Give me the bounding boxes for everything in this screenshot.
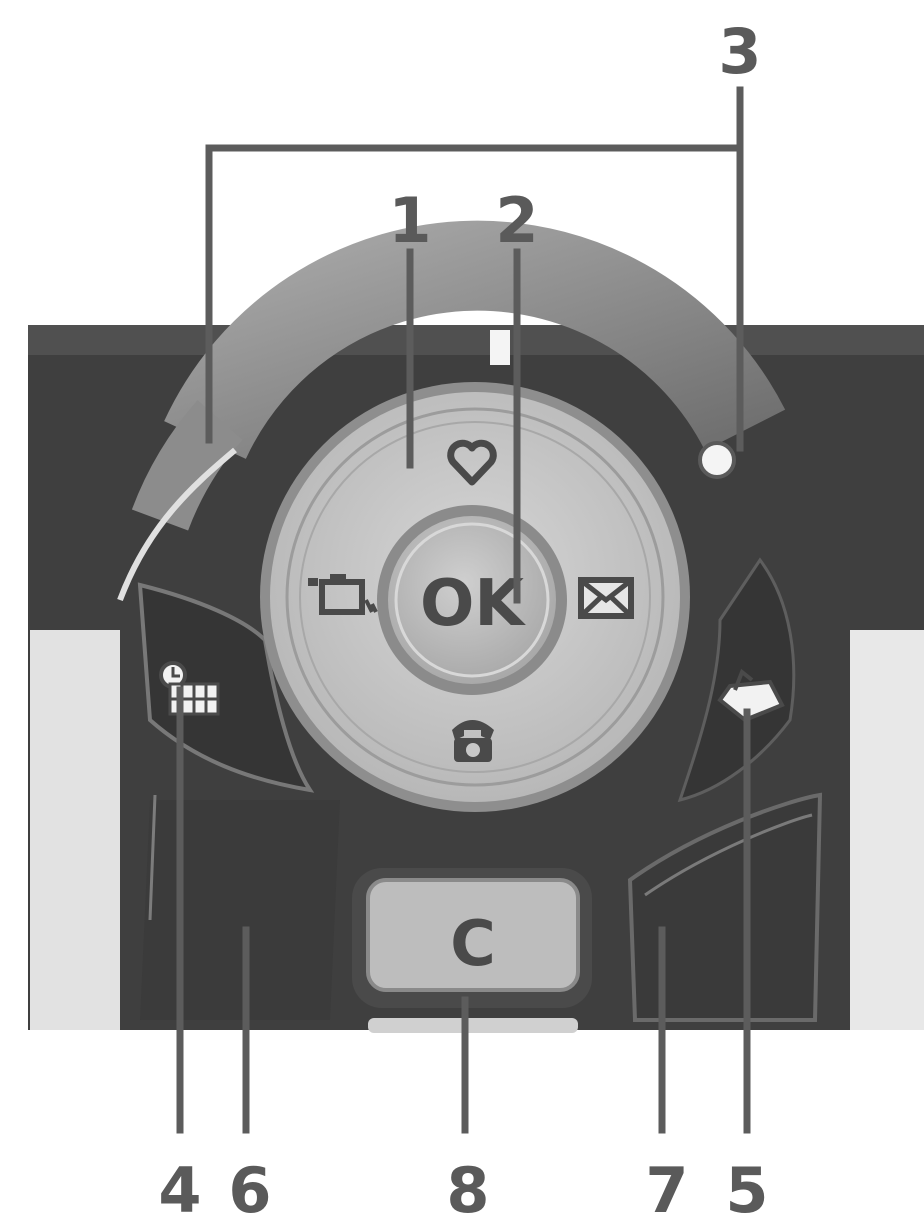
callout-4: 4 — [158, 1154, 201, 1225]
callout-2: 2 — [495, 184, 538, 257]
ok-label: OK — [420, 567, 526, 641]
telephone-icon — [452, 720, 494, 762]
clear-label: C — [450, 907, 496, 980]
send-key[interactable] — [140, 795, 340, 1020]
callout-5: 5 — [725, 1154, 768, 1225]
callout-3: 3 — [718, 15, 761, 88]
callout-7: 7 — [645, 1154, 688, 1225]
ring-indicator-dot — [700, 443, 734, 477]
envelope-icon — [581, 580, 631, 616]
ok-button[interactable]: OK — [377, 505, 567, 695]
clear-key[interactable]: C — [352, 868, 592, 1008]
callout-8: 8 — [446, 1154, 489, 1225]
callout-6: 6 — [228, 1154, 271, 1225]
callout-1: 1 — [388, 184, 431, 257]
numeric-key-partial — [368, 1018, 578, 1033]
